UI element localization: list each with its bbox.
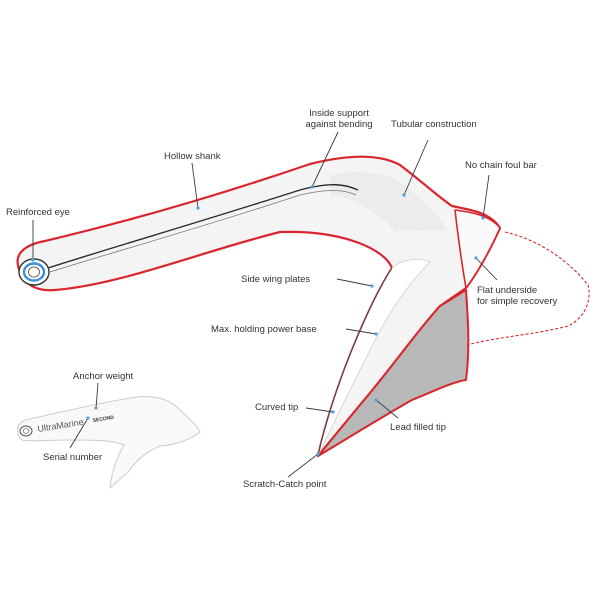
label-max-holding-power-base: Max. holding power base — [211, 324, 317, 335]
label-lead-filled-tip: Lead filled tip — [390, 422, 446, 433]
label-flat-underside-line2: for simple recovery — [477, 296, 558, 307]
label-no-chain-foul-bar: No chain foul bar — [465, 160, 537, 171]
label-curved-tip: Curved tip — [255, 402, 299, 413]
leader-dots — [31, 185, 485, 456]
label-flat-underside: Flat underside for simple recovery — [477, 285, 557, 307]
tubular-crown-shade — [330, 172, 446, 232]
small-anchor-code: SECOND — [92, 415, 114, 424]
leader-lines — [32, 131, 498, 478]
label-anchor-weight: Anchor weight — [73, 371, 134, 382]
reinforced-eye-hole — [28, 266, 40, 278]
label-hollow-shank: Hollow shank — [164, 151, 221, 162]
small-anchor: UltraMarine SECOND — [17, 395, 201, 490]
side-wing-edge — [317, 267, 393, 457]
label-serial-number: Serial number — [43, 452, 103, 463]
reinforced-eye-ring — [22, 262, 46, 282]
label-inside-support: Inside support against bending — [300, 108, 378, 130]
inside-support-line-inner — [49, 190, 357, 273]
label-inside-support-line2: against bending — [305, 119, 373, 130]
fluke-dashed-outline — [329, 231, 590, 447]
lead-filled-tip — [317, 289, 470, 457]
small-anchor-body — [17, 395, 201, 490]
label-inside-support-line1: Inside support — [309, 108, 369, 119]
label-reinforced-eye: Reinforced eye — [6, 207, 70, 218]
label-tubular-construction: Tubular construction — [391, 119, 477, 130]
inside-support-line — [47, 184, 359, 269]
label-scratch-catch-point: Scratch-Catch point — [243, 479, 327, 490]
label-flat-underside-line1: Flat underside — [477, 285, 538, 296]
label-side-wing-plates: Side wing plates — [241, 274, 311, 285]
